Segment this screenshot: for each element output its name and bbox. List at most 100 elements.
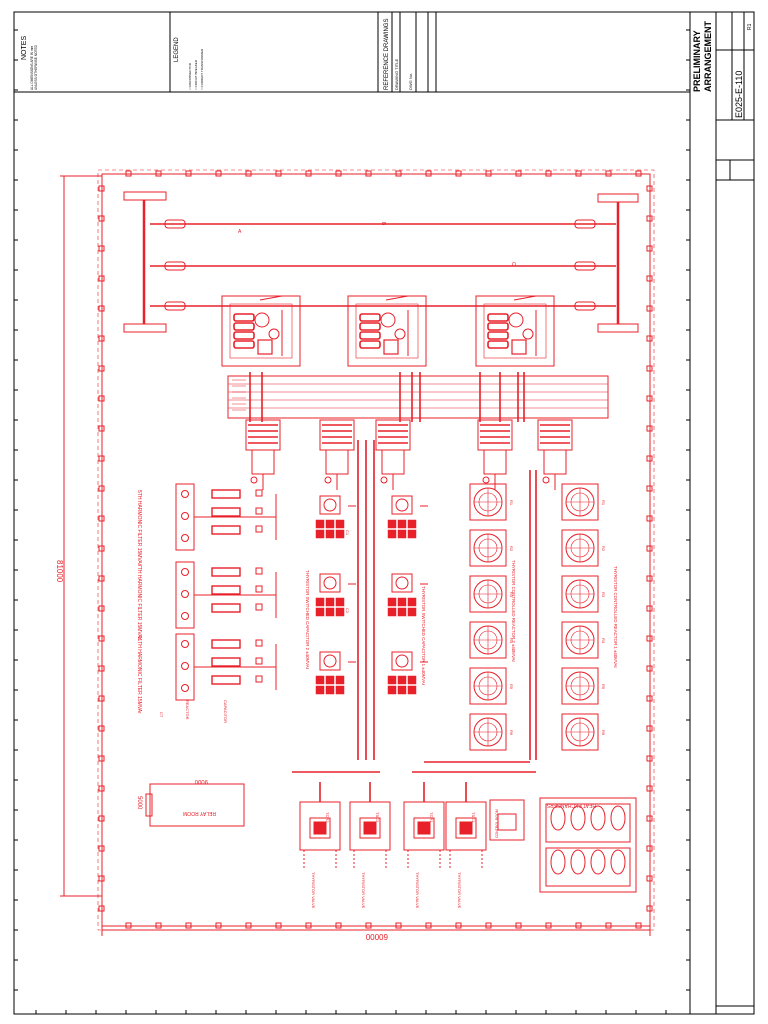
capacitor-tag: C2 [345, 608, 350, 614]
harmonic-filter-5th-label: 5TH HARMONIC FILTER 15MVAr [136, 490, 142, 566]
fence-post [98, 245, 105, 252]
harmonic-filter-11th [175, 633, 277, 701]
fence-post [98, 545, 105, 552]
fence-post [646, 785, 653, 792]
control-room-label: CONTROL ROOM [495, 809, 499, 838]
reference-block: REFERENCE DRAWINGS DRAWING TITLE DWG No. [384, 19, 413, 90]
tcr-reactor [561, 529, 599, 567]
tcr-reactor [469, 575, 507, 613]
fence-post [646, 455, 653, 462]
thyristor-valve-label: THYRISTOR VALVE [457, 872, 462, 909]
legend-item-2: = CIRCUIT BREAKER [194, 59, 198, 90]
tcr-reactor [469, 713, 507, 751]
harmonic-filter-7th [175, 561, 277, 629]
fence-post [215, 170, 222, 177]
tcr-reactor [469, 621, 507, 659]
tsc-bank [315, 495, 356, 539]
harmonic-filter-7th-label: 7TH HARMONIC FILTER 15MVAr [136, 564, 142, 640]
fence-post [98, 695, 105, 702]
fence-post [646, 275, 653, 282]
fence-post [646, 605, 653, 612]
heat-exchanger-fan [550, 805, 566, 831]
fence-post [305, 922, 312, 929]
fence-post [455, 170, 462, 177]
sheet-frame [13, 11, 755, 1015]
reactor-tag: R1 [509, 500, 514, 506]
fence-post [646, 635, 653, 642]
fence-post [646, 695, 653, 702]
fence-post [425, 922, 432, 929]
fence-post [646, 305, 653, 312]
site-fence [101, 173, 651, 927]
fence-post [98, 755, 105, 762]
fence-post [98, 905, 105, 912]
fence-post [335, 170, 342, 177]
fence-post [485, 170, 492, 177]
fence-post [455, 922, 462, 929]
tsc-bank [387, 573, 428, 617]
fence-post [646, 245, 653, 252]
thyristor-valve-label: THYRISTOR VALVE [311, 872, 316, 909]
fence-post [98, 275, 105, 282]
transformer [221, 295, 301, 367]
fence-post [98, 455, 105, 462]
filter-capacitor-label: CAPACITOR [223, 700, 228, 723]
fence-post [605, 922, 612, 929]
bus-label-b: B [380, 222, 386, 226]
fence-post [185, 170, 192, 177]
fence-post [646, 725, 653, 732]
relay-room-label: RELAY ROOM [183, 810, 216, 816]
fence-post [646, 875, 653, 882]
thyristor-valve-3 [403, 782, 445, 868]
fence-post [98, 605, 105, 612]
fence-post [98, 365, 105, 372]
tsc-bank [315, 573, 356, 617]
reactor-tag: R6 [509, 730, 514, 736]
fence-post [575, 922, 582, 929]
fence-post [646, 845, 653, 852]
fence-post [646, 485, 653, 492]
fence-post [646, 365, 653, 372]
fence-post [245, 170, 252, 177]
status-arrangement: ARRANGEMENT [703, 20, 713, 92]
reactor-tag: R5 [509, 684, 514, 690]
fence-post [646, 575, 653, 582]
drawing-number: E025-E-110 [734, 71, 744, 118]
reactor-tag: R5 [601, 684, 606, 690]
fence-post [646, 215, 653, 222]
tsc-bank [387, 495, 428, 539]
notes-line1: ALL DIMENSIONS ARE IN mm [30, 45, 34, 90]
fence-post [646, 755, 653, 762]
reactor-tag: R4 [509, 638, 514, 644]
fence-post [125, 922, 132, 929]
fence-post [515, 922, 522, 929]
thyristor-valve-label: THYRISTOR VALVE [361, 872, 366, 909]
fence-post [646, 395, 653, 402]
title-block: PRELIMINARY ARRANGEMENT E025-E-110 R1 [692, 20, 753, 118]
harmonic-filter-5th [175, 483, 277, 551]
tsc2-label: THYRISTOR SWITCHED CAPACITOR 2 ±40MVAr [305, 570, 310, 670]
fence-post [98, 635, 105, 642]
fence-post [155, 170, 162, 177]
fence-post [275, 170, 282, 177]
reference-heading: REFERENCE DRAWINGS [384, 19, 390, 90]
fence-post [185, 922, 192, 929]
valve-tag: TCR1 [429, 812, 434, 823]
legend-item-1: = DISCONNECTOR [188, 62, 192, 90]
fence-post [98, 815, 105, 822]
dim-overall-height: 81000 [55, 560, 64, 583]
fence-post [98, 215, 105, 222]
fence-post [245, 922, 252, 929]
fence-post [335, 922, 342, 929]
fence-post [98, 845, 105, 852]
fence-post [155, 922, 162, 929]
harmonic-filter-11th-label: 11TH HARMONIC FILTER 15MVAr [136, 636, 142, 714]
notes-line2: UNLESS OTHERWISE NOTED [34, 44, 38, 90]
fence-post [395, 170, 402, 177]
legend-item-3: = CURRENT TRANSFORMER [200, 48, 204, 90]
fence-post [98, 305, 105, 312]
reactor-tag: R1 [601, 500, 606, 506]
tcr-reactor [561, 667, 599, 705]
tcr-reactor [561, 575, 599, 613]
